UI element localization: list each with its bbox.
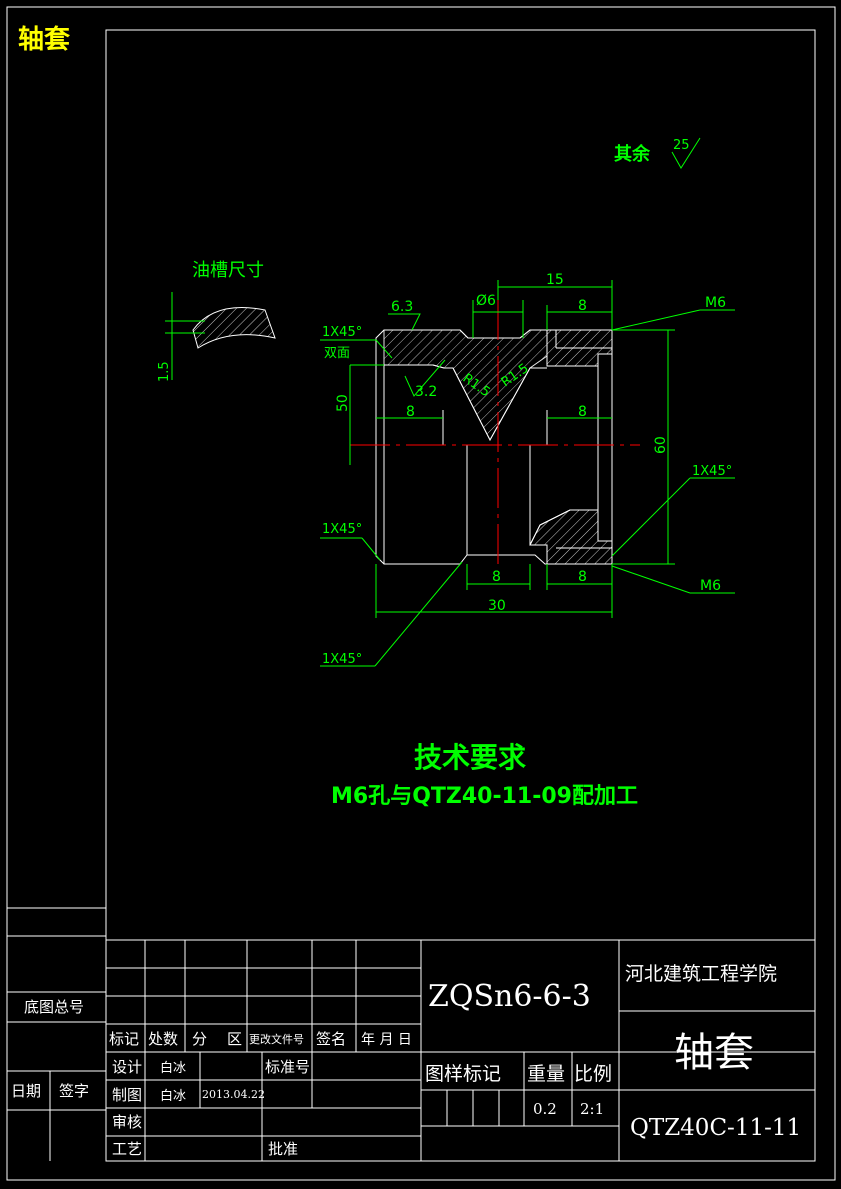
dim-6-3: 6.3 [391, 299, 413, 315]
dim-both-sides: 双面 [324, 346, 350, 361]
svg-text:标记: 标记 [109, 1030, 139, 1048]
scale-label: 比例 [574, 1063, 612, 1085]
tech-req-line: M6孔与QTZ40-11-09配加工 [331, 784, 638, 809]
center-lines [350, 300, 640, 570]
design-label: 设计 [112, 1058, 142, 1076]
draw-label: 制图 [112, 1086, 142, 1104]
material: ZQSn6-6-3 [428, 979, 591, 1014]
sample-mark-label: 图样标记 [425, 1063, 501, 1085]
svg-text:年 月 日: 年 月 日 [361, 1032, 412, 1048]
svg-text:处数: 处数 [148, 1030, 178, 1048]
dim-1x45-bottom: 1X45° [322, 652, 362, 667]
doc-no-label: 底图总号 [24, 998, 84, 1016]
dim-15: 15 [546, 272, 564, 288]
dimension-texts: 15 8 Ø6 M6 6.3 1X45° 双面 3.2 R1.5 R1.5 50… [322, 272, 732, 667]
designer-name: 白冰 [160, 1060, 186, 1076]
svg-text:签名: 签名 [316, 1030, 346, 1048]
process-label: 工艺 [112, 1140, 142, 1158]
weight-label: 重量 [527, 1063, 565, 1085]
dim-m6-top: M6 [705, 295, 726, 311]
svg-text:区: 区 [227, 1030, 242, 1048]
dim-1x45-top: 1X45° [322, 325, 362, 340]
dim-30: 30 [488, 598, 506, 614]
dimension-lines [320, 137, 735, 667]
weight-value: 0.2 [533, 1100, 557, 1118]
dim-1x45-right: 1X45° [692, 464, 732, 479]
left-margin-block [7, 907, 106, 1161]
dim-1x45-left: 1X45° [322, 522, 362, 537]
oil-groove-title: 油槽尺寸 [192, 260, 264, 281]
dim-m6-bottom: M6 [700, 578, 721, 594]
svg-text:更改文件号: 更改文件号 [249, 1032, 304, 1046]
dim-8-bottom: 8 [492, 569, 501, 585]
svg-text:分: 分 [192, 1030, 207, 1048]
dim-phi6: Ø6 [476, 293, 496, 309]
corner-title: 轴套 [18, 25, 71, 55]
dim-50: 50 [335, 394, 351, 412]
dim-8-top: 8 [578, 298, 587, 314]
approve-label: 批准 [268, 1140, 298, 1158]
school-name: 河北建筑工程学院 [625, 963, 777, 985]
part-name: 轴套 [674, 1030, 754, 1076]
scale-value: 2:1 [580, 1100, 604, 1118]
date-label: 日期 [11, 1082, 41, 1100]
roughness-value: 25 [673, 138, 690, 153]
roughness-label: 其余 [614, 143, 651, 165]
dim-8-left: 8 [406, 404, 415, 420]
oil-groove-depth: 1.5 [157, 361, 172, 382]
drawing-number: QTZ40C-11-11 [630, 1115, 801, 1141]
dim-8-bottom-right: 8 [578, 569, 587, 585]
sign-label: 签字 [59, 1082, 89, 1100]
oil-groove-detail [165, 292, 276, 380]
dim-60: 60 [653, 436, 669, 454]
part-section-view [375, 329, 613, 565]
draw-date: 2013.04.22 [202, 1088, 265, 1101]
dim-3-2: 3.2 [415, 384, 437, 400]
standard-label: 标准号 [265, 1058, 310, 1076]
revision-headers: 标记 处数 分 区 更改文件号 签名 年 月 日 [109, 1030, 412, 1048]
check-label: 审核 [112, 1113, 142, 1131]
title-block-grid [106, 939, 815, 1161]
hatch-lower-right [529, 509, 613, 565]
tech-req-title: 技术要求 [414, 741, 526, 774]
drawer-name: 白冰 [160, 1088, 186, 1104]
dim-8-right: 8 [578, 404, 587, 420]
